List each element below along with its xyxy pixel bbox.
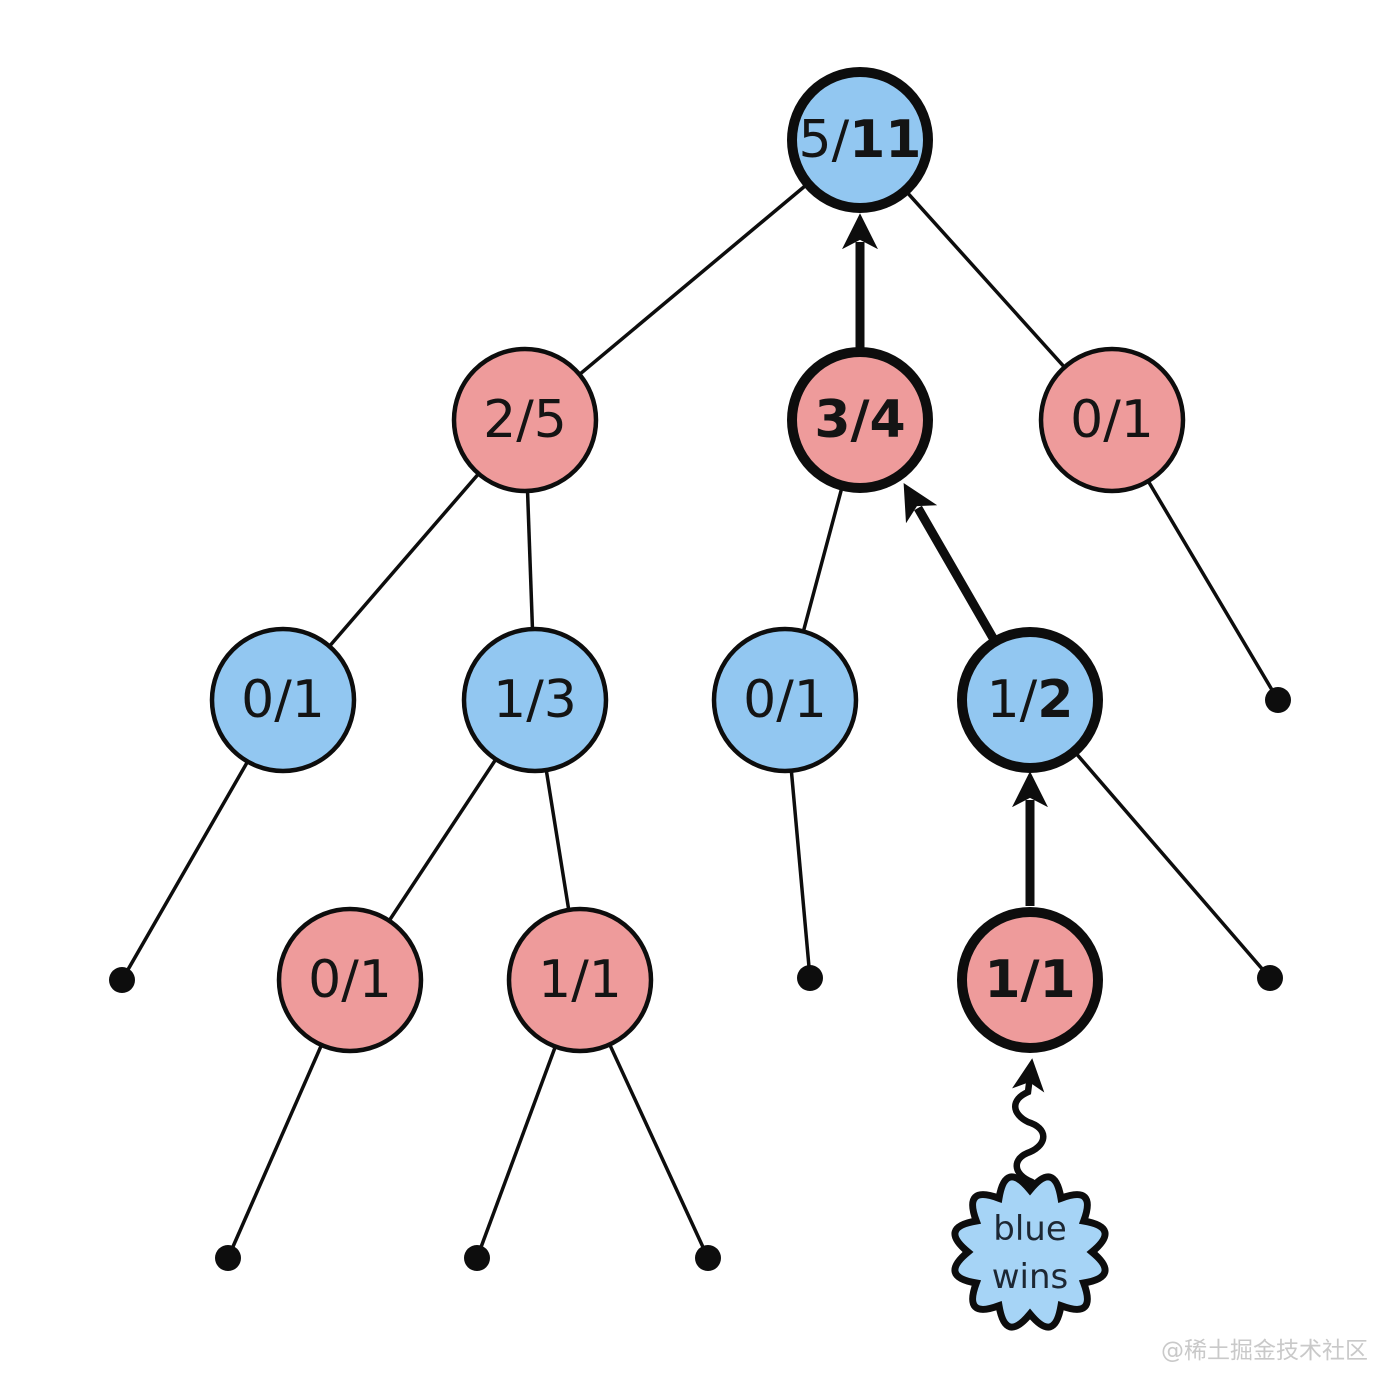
badge-text-line2: wins <box>992 1257 1069 1297</box>
node-value: 1/3 <box>493 670 577 730</box>
leaf-dot <box>1265 687 1291 713</box>
node-circle <box>787 347 933 493</box>
backprop-arrows <box>842 213 1048 906</box>
node-circle <box>711 626 859 774</box>
node-circle <box>209 626 357 774</box>
node-1-2: 1/2 <box>957 627 1103 773</box>
node-circle <box>461 626 609 774</box>
leaf-dot <box>109 967 135 993</box>
node-circle <box>506 906 654 1054</box>
node-value: 0/1 <box>743 670 827 730</box>
leaf-dot <box>797 965 823 991</box>
leaf-dot <box>1257 965 1283 991</box>
node-value: 3/4 <box>814 390 905 450</box>
node-3-4: 3/4 <box>787 347 933 493</box>
node-circle <box>451 346 599 494</box>
node-circle <box>957 907 1103 1053</box>
tree-nodes: 5/11 2/5 3/4 0/1 0/1 1/3 <box>209 67 1186 1054</box>
node-value: 1/1 <box>984 950 1075 1010</box>
backprop-arrow-1-2-to-3-4 <box>903 483 997 641</box>
node-circle <box>276 906 424 1054</box>
node-value: 5/11 <box>799 110 922 170</box>
node-0-1-far-left: 0/1 <box>209 626 357 774</box>
node-circle <box>787 67 933 213</box>
node-circle <box>1038 346 1186 494</box>
starburst-shape <box>951 1173 1109 1331</box>
node-value: 0/1 <box>241 670 325 730</box>
node-1-1-mid: 1/1 <box>506 906 654 1054</box>
node-circle <box>957 627 1103 773</box>
node-0-1-top-right: 0/1 <box>1038 346 1186 494</box>
leaf-dot <box>215 1245 241 1271</box>
leaf-dots <box>109 687 1291 1271</box>
badge-text-line1: blue <box>993 1209 1067 1249</box>
node-root-5-11: 5/11 <box>787 67 933 213</box>
node-value: 1/2 <box>987 670 1074 730</box>
watermark: @稀土掘金技术社区 <box>1161 1338 1368 1364</box>
node-0-1-mid: 0/1 <box>711 626 859 774</box>
node-value: 2/5 <box>483 390 567 450</box>
leaf-dot <box>464 1245 490 1271</box>
node-value: 1/1 <box>538 950 622 1010</box>
node-1-3: 1/3 <box>461 626 609 774</box>
blue-wins-badge: blue wins <box>951 1173 1109 1331</box>
node-value: 0/1 <box>308 950 392 1010</box>
node-2-5: 2/5 <box>451 346 599 494</box>
simulation-squiggle-arrow <box>1012 1058 1047 1186</box>
node-1-1-highlighted: 1/1 <box>957 907 1103 1053</box>
node-0-1-bottom-left: 0/1 <box>276 906 424 1054</box>
node-value: 0/1 <box>1070 390 1154 450</box>
leaf-dot <box>695 1245 721 1271</box>
